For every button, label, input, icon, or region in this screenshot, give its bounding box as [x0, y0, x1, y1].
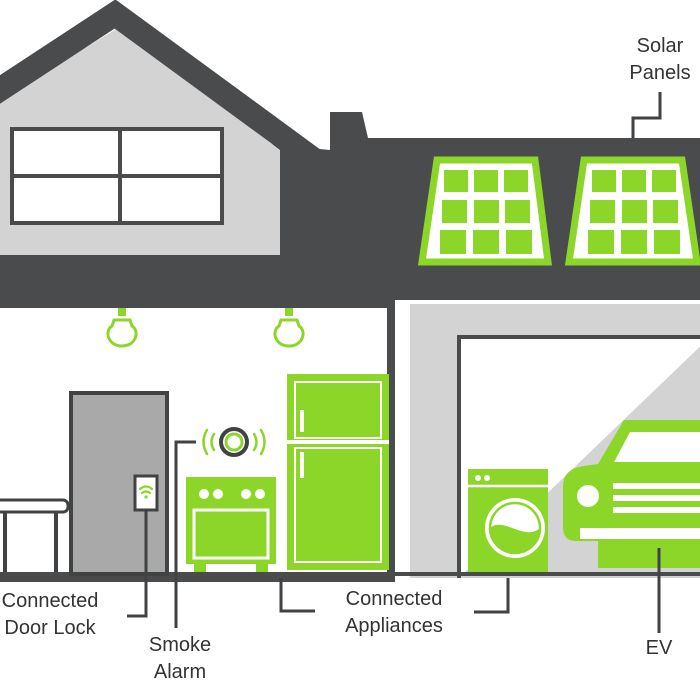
door-icon	[69, 391, 169, 576]
washing-machine-icon	[468, 469, 548, 572]
label-solar-panels-line1: Solar	[636, 35, 684, 57]
light-bulb-icon	[273, 308, 305, 348]
label-connected-appliances: Connected Appliances	[330, 586, 458, 640]
solar-panel-icon	[417, 156, 552, 266]
stove-icon	[186, 477, 276, 572]
label-solar-panels-line2: Panels	[629, 62, 691, 84]
smoke-alarm-leader	[174, 440, 196, 628]
label-connected-appliances-line1: Connected	[345, 588, 443, 610]
label-connected-door-lock-line2: Door Lock	[4, 617, 96, 639]
solar-panels-leader	[631, 92, 662, 138]
door-lock-leader	[127, 510, 148, 618]
label-smoke-alarm-line1: Smoke	[148, 634, 212, 656]
label-connected-door-lock-line1: Connected	[1, 590, 99, 612]
gable-roof-edge	[0, 0, 336, 180]
appliances-leader-right	[474, 578, 510, 614]
table-icon	[0, 498, 70, 572]
light-bulb-icon	[106, 308, 138, 348]
label-connected-door-lock: Connected Door Lock	[0, 588, 106, 642]
label-smoke-alarm-line2: Alarm	[153, 661, 207, 683]
appliances-leader-left	[279, 578, 315, 613]
solar-panel-icon	[564, 156, 700, 266]
gable-window	[10, 127, 224, 225]
wifi-icon	[138, 485, 154, 499]
label-connected-appliances-line2: Appliances	[345, 615, 443, 637]
label-ev: EV	[634, 635, 684, 662]
label-solar-panels: Solar Panels	[620, 33, 700, 87]
sound-waves-icon	[202, 428, 266, 456]
refrigerator-icon	[287, 374, 389, 570]
smoke-alarm-icon	[219, 427, 249, 457]
label-ev-text: EV	[645, 637, 673, 659]
car-icon	[563, 420, 700, 568]
label-smoke-alarm: Smoke Alarm	[134, 632, 226, 686]
